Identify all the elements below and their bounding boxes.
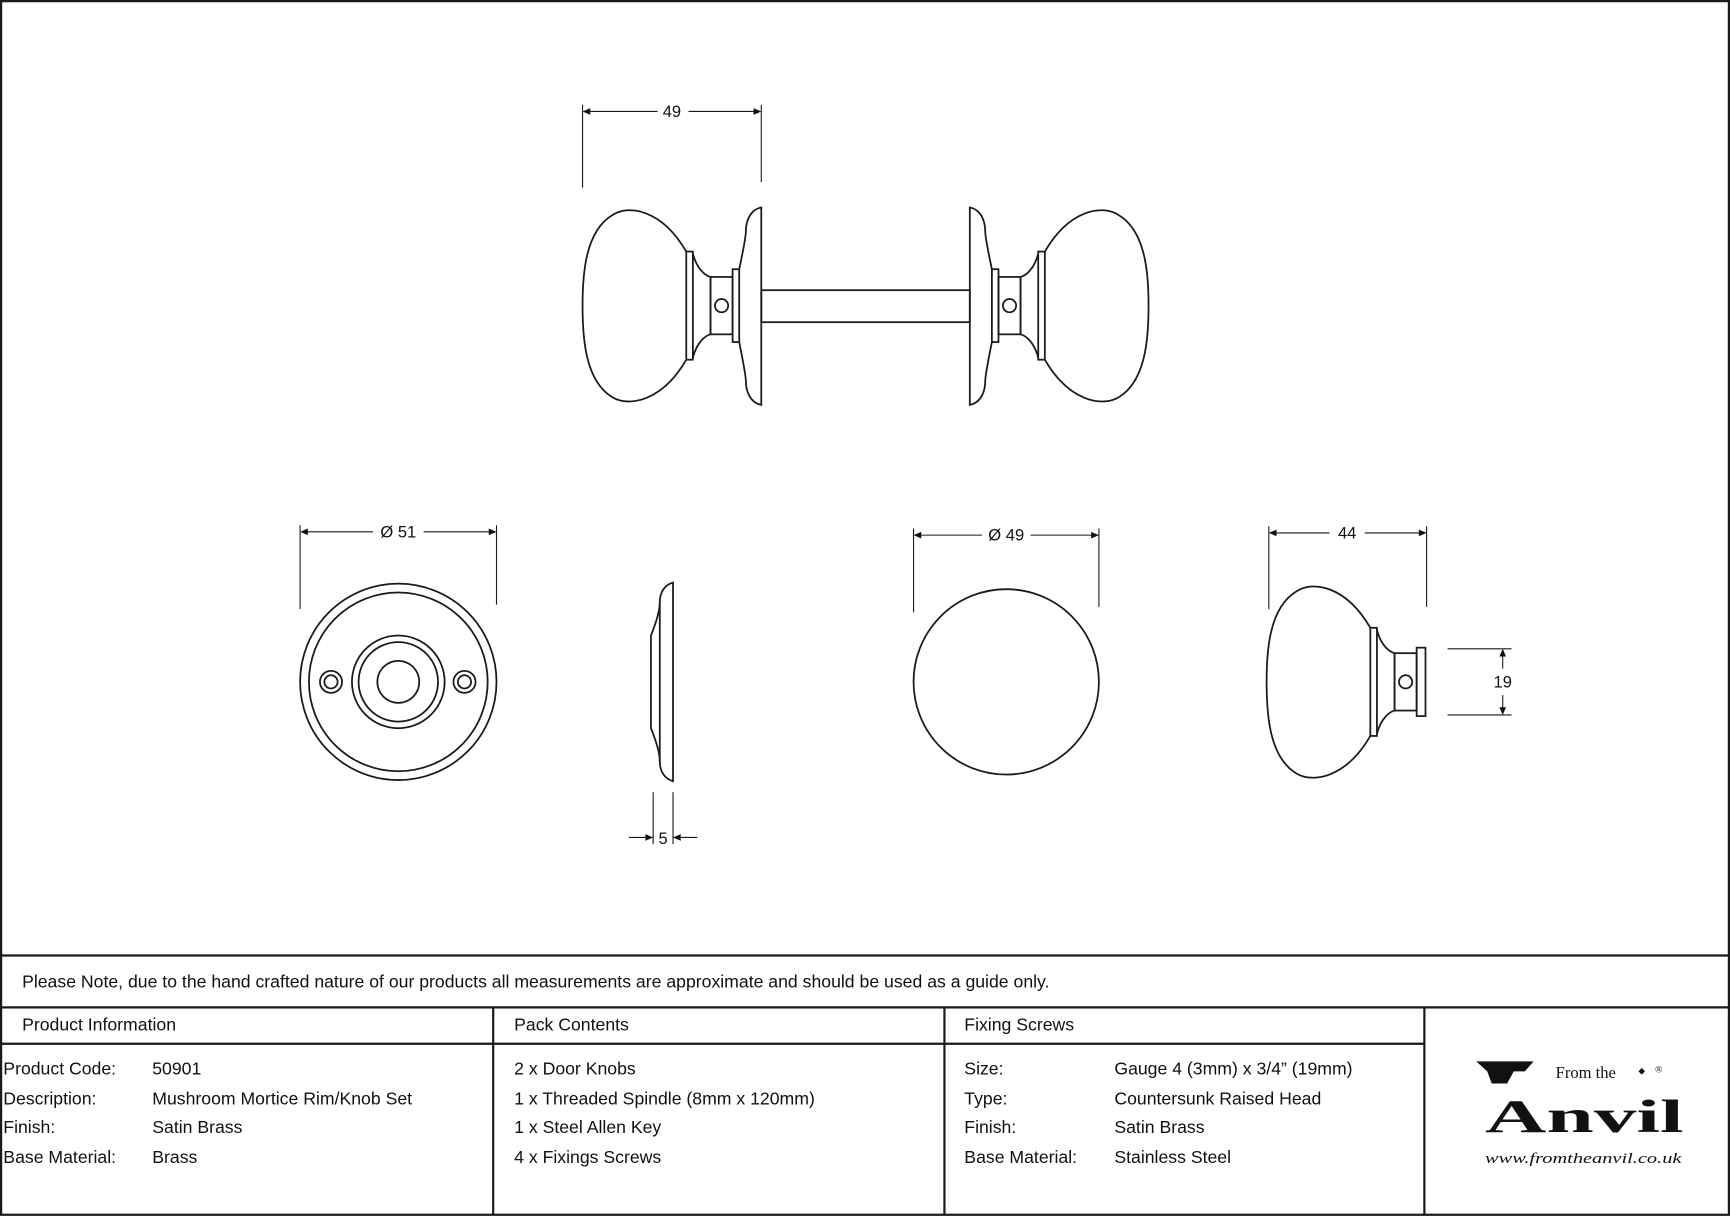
svg-text:2 x Door Knobs: 2 x Door Knobs — [514, 1059, 636, 1079]
pack-contents-list: 2 x Door Knobs 1 x Threaded Spindle (8mm… — [514, 1059, 815, 1167]
svg-text:44: 44 — [1338, 523, 1356, 542]
svg-text:49: 49 — [663, 102, 681, 121]
svg-text:Mushroom Mortice Rim/Knob Set: Mushroom Mortice Rim/Knob Set — [152, 1088, 412, 1108]
assembly-side-view: 49 — [581, 102, 1150, 407]
svg-text:Finish:: Finish: — [3, 1117, 55, 1137]
svg-text:Ø 49: Ø 49 — [988, 526, 1024, 545]
svg-text:5: 5 — [658, 829, 667, 848]
svg-text:19: 19 — [1494, 672, 1512, 691]
rose-front-view: Ø 51 — [299, 522, 498, 781]
svg-text:Type:: Type: — [964, 1088, 1007, 1108]
logo-top-text: From the — [1556, 1063, 1616, 1082]
svg-text:Satin Brass: Satin Brass — [152, 1117, 242, 1137]
knob-side-view: 44 19 — [1265, 523, 1512, 779]
svg-text:Finish:: Finish: — [964, 1117, 1016, 1137]
diamond-icon — [1638, 1068, 1646, 1075]
svg-text:4 x Fixings Screws: 4 x Fixings Screws — [514, 1147, 661, 1167]
anvil-icon — [1476, 1061, 1534, 1084]
svg-text:Base Material:: Base Material: — [964, 1147, 1077, 1167]
fixing-screws-heading: Fixing Screws — [964, 1015, 1074, 1035]
measurement-note: Please Note, due to the hand crafted nat… — [22, 971, 1049, 991]
registered-mark: ® — [1655, 1064, 1663, 1075]
svg-text:Ø 51: Ø 51 — [380, 522, 416, 541]
product-information-heading: Product Information — [22, 1015, 176, 1035]
fixing-screws-rows: Size: Gauge 4 (3mm) x 3/4” (19mm) Type: … — [964, 1059, 1352, 1167]
pack-contents-heading: Pack Contents — [514, 1015, 629, 1035]
svg-text:Product Code:: Product Code: — [3, 1059, 116, 1079]
logo-main-text: Anvil — [1485, 1092, 1684, 1143]
right-knob — [968, 206, 1150, 406]
product-information-rows: Product Code: 50901 Description: Mushroo… — [3, 1059, 412, 1167]
logo-url: www.fromtheanvil.co.uk — [1485, 1151, 1682, 1167]
svg-text:Size:: Size: — [964, 1059, 1003, 1079]
svg-text:1 x Threaded Spindle (8mm x 12: 1 x Threaded Spindle (8mm x 120mm) — [514, 1088, 815, 1108]
svg-text:Countersunk Raised Head: Countersunk Raised Head — [1114, 1088, 1321, 1108]
svg-text:Gauge 4 (3mm) x 3/4” (19mm): Gauge 4 (3mm) x 3/4” (19mm) — [1114, 1059, 1352, 1079]
svg-text:Satin Brass: Satin Brass — [1114, 1117, 1204, 1137]
rose-side-view: 5 — [628, 581, 698, 848]
knob-front-view: Ø 49 — [912, 526, 1100, 776]
svg-text:Description:: Description: — [3, 1088, 96, 1108]
svg-text:50901: 50901 — [152, 1059, 201, 1079]
svg-text:Brass: Brass — [152, 1147, 197, 1167]
left-knob — [581, 206, 763, 407]
spindle — [760, 289, 971, 324]
from-the-anvil-logo: From the ® Anvil www.fromtheanvil.co.uk — [1476, 1061, 1684, 1167]
dim-knob-length: 49 — [581, 102, 762, 188]
svg-text:Stainless Steel: Stainless Steel — [1114, 1147, 1231, 1167]
svg-text:1 x Steel Allen Key: 1 x Steel Allen Key — [514, 1117, 661, 1137]
svg-text:Base Material:: Base Material: — [3, 1147, 116, 1167]
info-table: Please Note, due to the hand crafted nat… — [1, 954, 1729, 1215]
